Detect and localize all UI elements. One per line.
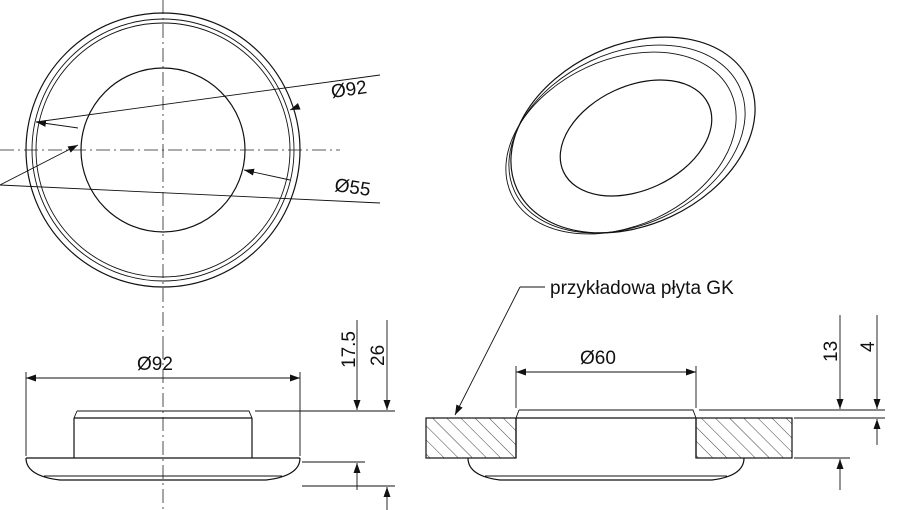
front-flange-bottom — [25, 457, 301, 481]
top-view: Ø92 Ø55 — [0, 0, 381, 345]
inner-diameter-arrow-left — [0, 144, 79, 186]
outer-diameter-arrow-left — [35, 119, 79, 129]
iso-outer-rim — [510, 36, 756, 234]
installed-inner-chamfer — [515, 409, 697, 419]
gk-board-label: przykładowa płyta GK — [550, 278, 734, 299]
inner-diameter-arrow-right — [243, 168, 291, 181]
front-view: Ø92 17.5 26 — [25, 320, 395, 510]
outer-diameter-arrow-right — [289, 103, 301, 111]
isometric-view — [505, 36, 756, 235]
inner-diameter-leader — [0, 184, 381, 204]
front-inner-body-sides — [73, 418, 253, 458]
right-cutout-label: Ø60 — [580, 348, 616, 369]
right-depth-4-label: 4 — [858, 341, 879, 352]
front-height-26-label: 26 — [368, 345, 389, 366]
front-height-17-5-label: 17.5 — [339, 331, 360, 368]
gk-board-left-section — [425, 417, 517, 459]
installed-inner-body — [515, 417, 697, 458]
gk-board-right-section — [695, 417, 793, 459]
top-inner-diameter-label: Ø55 — [333, 175, 371, 201]
front-inner-chamfer — [73, 410, 253, 419]
iso-inner-opening — [559, 79, 713, 197]
outer-diameter-leader — [35, 74, 381, 123]
gk-label-leader-diagonal — [454, 286, 521, 416]
right-depth-13-label: 13 — [821, 341, 842, 362]
top-outer-diameter-label: Ø92 — [330, 77, 368, 103]
iso-rim-bottom — [505, 51, 737, 235]
installed-view: przykładowa płyta GK Ø60 13 4 — [425, 278, 885, 490]
front-width-label: Ø92 — [137, 354, 173, 375]
installed-flange — [467, 457, 745, 481]
iso-rim-edge — [508, 44, 746, 234]
